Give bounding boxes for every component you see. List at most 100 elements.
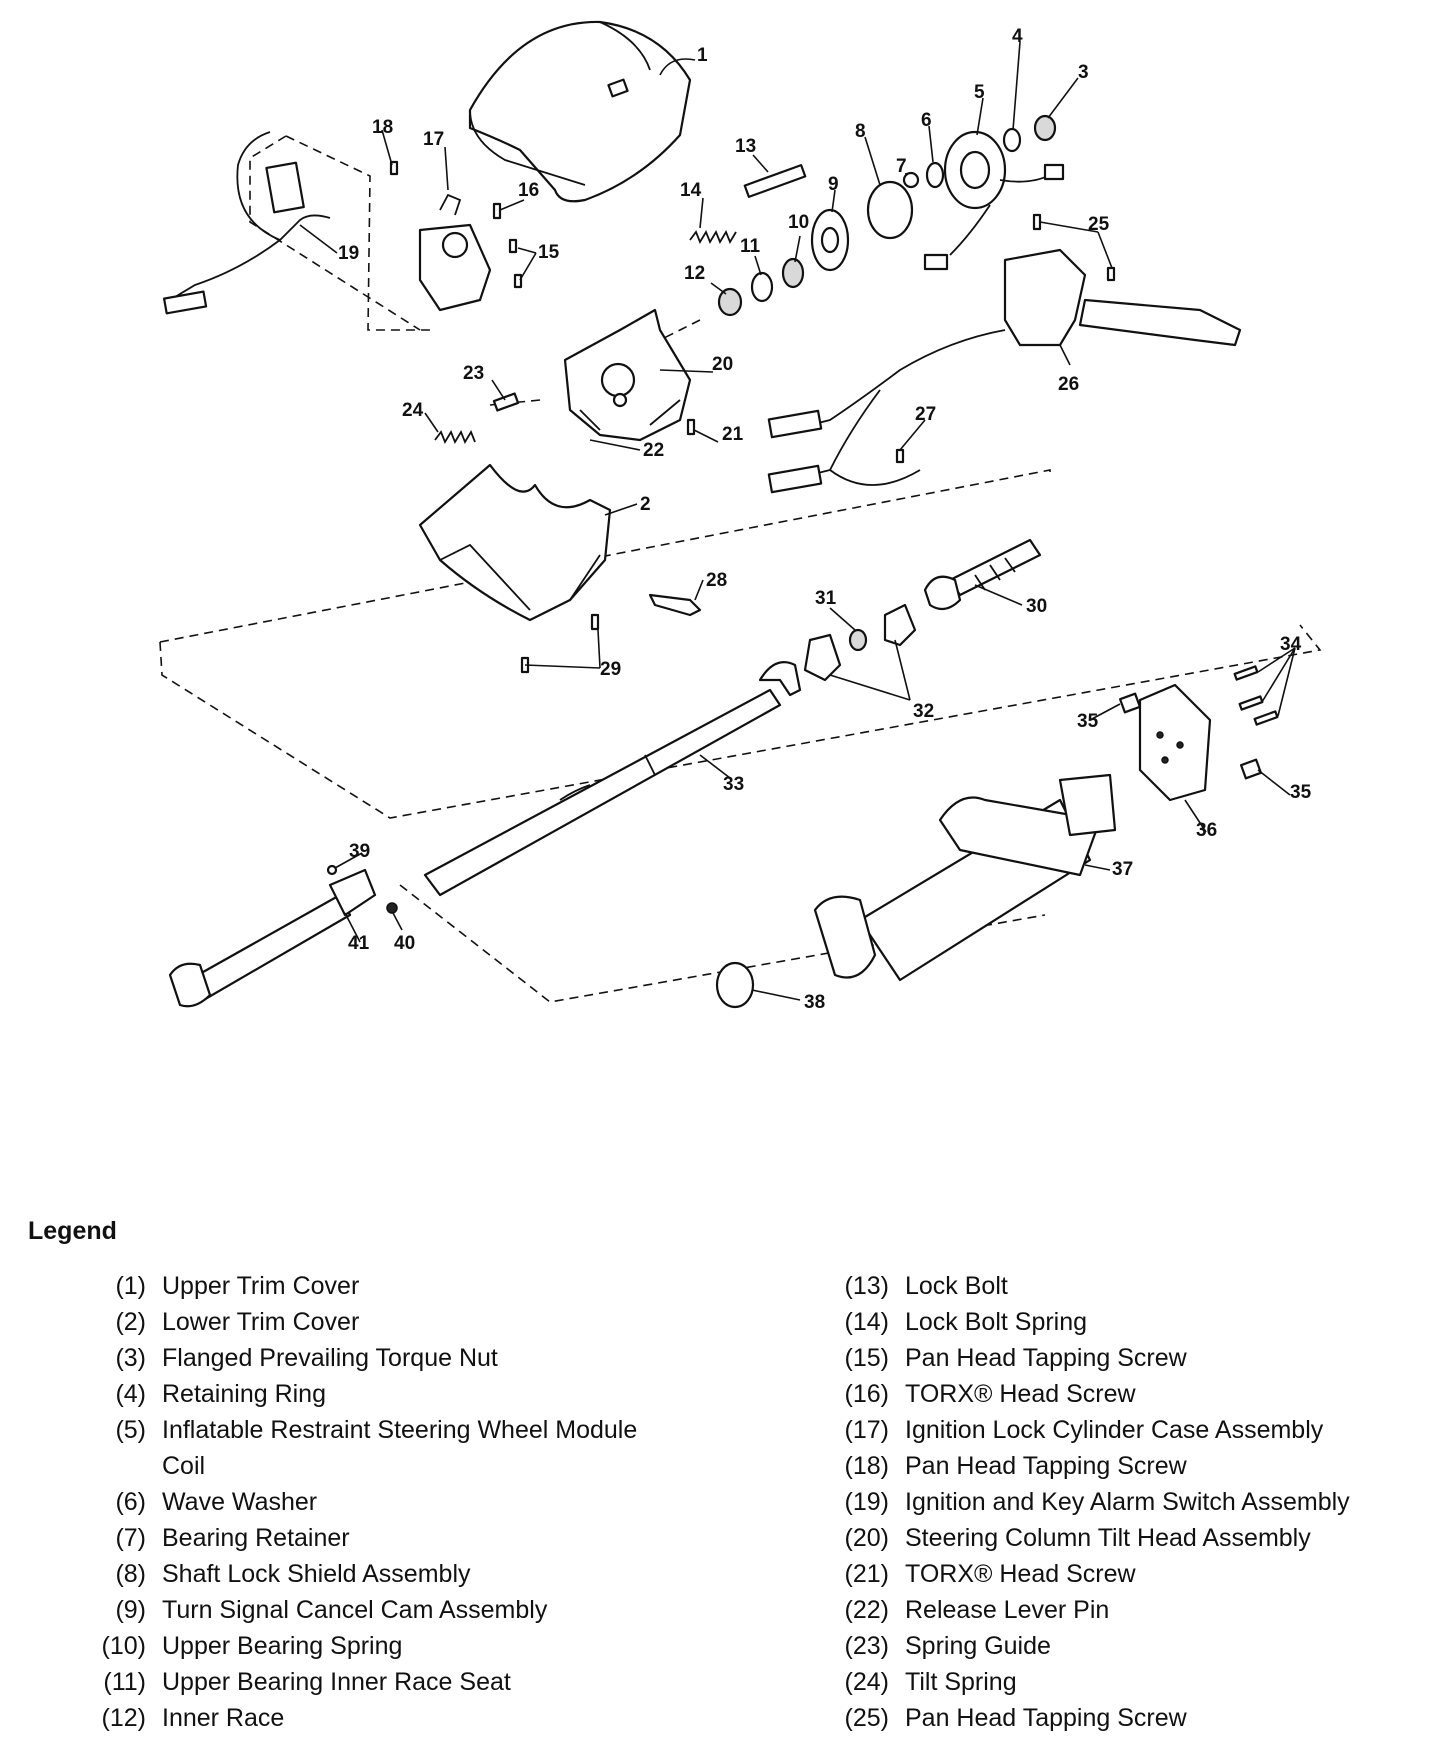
legend-number: (6) bbox=[115, 1488, 146, 1516]
exploded-diagram: 1 2 3 4 5 6 7 8 9 10 11 12 13 14 15 16 1… bbox=[159, 20, 1322, 1013]
legend-description: Lock Bolt bbox=[905, 1272, 1008, 1300]
legend-item: (21) TORX® Head Screw bbox=[805, 1556, 1425, 1592]
legend-number: (9) bbox=[115, 1596, 146, 1624]
legend-number: (19) bbox=[844, 1488, 889, 1516]
callout-11: 11 bbox=[740, 236, 761, 257]
legend-number: (21) bbox=[844, 1560, 889, 1588]
legend-description: Upper Bearing Spring bbox=[162, 1632, 403, 1660]
legend-description: Pan Head Tapping Screw bbox=[905, 1344, 1187, 1372]
legend-number: (15) bbox=[844, 1344, 889, 1372]
legend-item: (10) Upper Bearing Spring bbox=[62, 1628, 662, 1664]
tapping-screw-25a bbox=[1032, 213, 1042, 231]
tapping-screw-18 bbox=[389, 160, 399, 176]
callout-9: 9 bbox=[828, 174, 839, 195]
column-bracket-screw-3 bbox=[1253, 710, 1279, 726]
legend-number: (7) bbox=[115, 1524, 146, 1552]
callout-29: 29 bbox=[600, 659, 621, 680]
sphere-joint-upper bbox=[883, 603, 917, 647]
torx-screw-21 bbox=[686, 418, 696, 436]
column-bracket-screw-2 bbox=[1238, 695, 1264, 711]
retaining-ring bbox=[1002, 127, 1022, 153]
legend-description: Lock Bolt Spring bbox=[905, 1308, 1088, 1336]
callout-18: 18 bbox=[372, 117, 393, 138]
callout-22: 22 bbox=[643, 440, 664, 461]
lock-bolt bbox=[743, 164, 807, 198]
callout-1: 1 bbox=[697, 45, 708, 66]
callout-13: 13 bbox=[735, 136, 756, 157]
legend-number: (3) bbox=[115, 1344, 146, 1372]
callout-39: 39 bbox=[349, 841, 370, 862]
steering-column-tilt-head bbox=[563, 308, 692, 442]
legend-item: (22)Release Lever Pin bbox=[805, 1592, 1425, 1628]
legend-item: (16)TORX® Head Screw bbox=[805, 1376, 1425, 1412]
legend-description: Upper Trim Cover bbox=[162, 1272, 360, 1300]
legend-description: Inner Race bbox=[162, 1704, 285, 1732]
legend-item: (19)Ignition and Key Alarm Switch Assemb… bbox=[805, 1484, 1425, 1520]
legend-number: (10) bbox=[101, 1632, 146, 1660]
legend-number: (13) bbox=[844, 1272, 889, 1300]
callout-34: 34 bbox=[1280, 634, 1302, 655]
legend-number: (25) bbox=[844, 1704, 889, 1732]
tilt-spring bbox=[434, 429, 476, 445]
shaft-lock-shield bbox=[866, 180, 914, 240]
legend-item: (7)Bearing Retainer bbox=[62, 1520, 662, 1556]
legend-item: (23) Spring Guide bbox=[805, 1628, 1425, 1664]
legend-item: (2)Lower Trim Cover bbox=[62, 1304, 662, 1340]
callout-14: 14 bbox=[680, 180, 702, 201]
legend-title: Legend bbox=[28, 1217, 117, 1245]
legend-number: (8) bbox=[115, 1560, 146, 1588]
callout-3: 3 bbox=[1078, 62, 1089, 83]
tapping-screw-25b bbox=[1106, 266, 1116, 282]
legend-description: Release Lever Pin bbox=[905, 1596, 1110, 1624]
legend-number: (24) bbox=[844, 1668, 889, 1696]
legend-description: Turn Signal Cancel Cam Assembly bbox=[162, 1596, 548, 1624]
callout-31: 31 bbox=[815, 588, 837, 609]
legend-item: (24) Tilt Spring bbox=[805, 1664, 1425, 1700]
turn-signal-cancel-cam bbox=[810, 208, 850, 272]
legend-item: (3) Flanged Prevailing Torque Nut bbox=[62, 1340, 662, 1376]
legend-number: (18) bbox=[844, 1452, 889, 1480]
bearing-retainer bbox=[902, 171, 920, 189]
shaft-screw bbox=[326, 864, 338, 876]
legend-description: Tilt Spring bbox=[905, 1668, 1017, 1696]
screw-29a bbox=[590, 613, 600, 631]
legend-description: TORX® Head Screw bbox=[905, 1560, 1136, 1588]
dash-outline-ignition-b bbox=[249, 135, 421, 331]
upper-trim-cover bbox=[468, 20, 692, 203]
upper-bearing-inner-race-seat bbox=[750, 271, 774, 303]
legend-left-column: (1)Upper Trim Cover (2)Lower Trim Cover … bbox=[62, 1268, 662, 1736]
bushing-lower bbox=[1239, 758, 1263, 780]
legend-item: (18)Pan Head Tapping Screw bbox=[805, 1448, 1425, 1484]
callout-17: 17 bbox=[423, 129, 444, 150]
callout-labels: 1 2 3 4 5 6 7 8 9 10 11 12 13 14 15 16 1… bbox=[338, 26, 1312, 1013]
tapping-screw-15b bbox=[513, 273, 523, 289]
lower-trim-cover bbox=[418, 463, 612, 622]
centering-spring bbox=[848, 628, 868, 652]
legend-number: (2) bbox=[115, 1308, 146, 1336]
steering-wheel-module-coil bbox=[923, 130, 1065, 271]
leader-lines bbox=[299, 41, 1296, 1001]
flanged-torque-nut bbox=[1033, 114, 1057, 142]
callout-2: 2 bbox=[640, 494, 651, 515]
legend-number: (4) bbox=[115, 1380, 146, 1408]
legend-item: (5)Inflatable Restraint Steering Wheel M… bbox=[62, 1412, 662, 1484]
torx-screw-16 bbox=[492, 202, 502, 220]
column-bracket-screw-1 bbox=[1233, 665, 1259, 681]
tapping-screw-15a bbox=[508, 238, 518, 254]
legend-description: Spring Guide bbox=[905, 1632, 1051, 1660]
callout-33: 33 bbox=[723, 774, 744, 795]
callout-24: 24 bbox=[402, 400, 424, 421]
legend-number: (23) bbox=[844, 1632, 889, 1660]
callout-23: 23 bbox=[463, 363, 484, 384]
legend-item: (20)Steering Column Tilt Head Assembly bbox=[805, 1520, 1425, 1556]
upper-steering-shaft bbox=[923, 538, 1042, 611]
callout-12: 12 bbox=[684, 263, 705, 284]
legend-description: Wave Washer bbox=[162, 1488, 318, 1516]
dash-outline-lower bbox=[159, 469, 1051, 643]
legend-item: (17)Ignition Lock Cylinder Case Assembly bbox=[805, 1412, 1425, 1448]
legend-item: (13) Lock Bolt bbox=[805, 1268, 1425, 1304]
legend-description: Flanged Prevailing Torque Nut bbox=[162, 1344, 498, 1372]
release-lever bbox=[648, 593, 702, 617]
callout-25: 25 bbox=[1088, 214, 1110, 235]
intermediate-shaft bbox=[168, 868, 377, 1008]
